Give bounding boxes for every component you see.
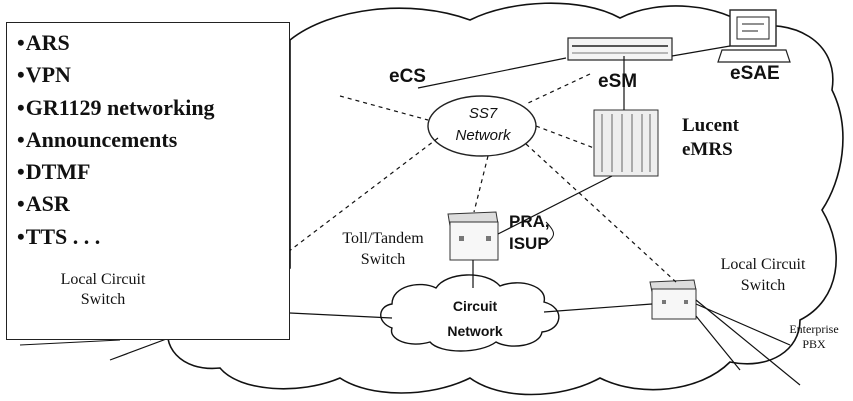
- toll-label-line1: Toll/Tandem: [320, 228, 446, 249]
- feature-item: TTS . . .: [17, 221, 289, 253]
- pbx-label-line1: Enterprise: [778, 322, 850, 337]
- pbx-label-line2: PBX: [778, 337, 850, 352]
- toll-tandem-label: Toll/Tandem Switch: [320, 228, 446, 270]
- pra-isup-label: PRA, ISUP: [509, 211, 550, 255]
- local-left-line1: Local Circuit: [38, 270, 168, 290]
- ss7-network-label: SS7 Network: [448, 106, 518, 144]
- feature-item: VPN: [17, 59, 289, 91]
- emrs-label-line2: eMRS: [682, 138, 739, 162]
- lucent-emrs-label: Lucent eMRS: [682, 114, 739, 162]
- local-right-line1: Local Circuit: [700, 254, 826, 275]
- enterprise-pbx-label: Enterprise PBX: [778, 322, 850, 352]
- local-right-line2: Switch: [700, 275, 826, 296]
- esm-label: eSM: [598, 72, 637, 92]
- feature-item: Announcements: [17, 124, 289, 156]
- feature-item: ASR: [17, 188, 289, 220]
- ss7-label-line2: Network: [448, 128, 518, 144]
- feature-item: DTMF: [17, 156, 289, 188]
- feature-item: GR1129 networking: [17, 92, 289, 124]
- lucent-label-line1: Lucent: [682, 114, 739, 138]
- toll-label-line2: Switch: [320, 249, 446, 270]
- ecs-label: eCS: [389, 67, 426, 87]
- toll-tandem-switch: [448, 212, 498, 260]
- ss7-label-line1: SS7: [448, 106, 518, 122]
- circuit-network-label: Circuit Network: [420, 296, 530, 341]
- local-left-line2: Switch: [38, 290, 168, 310]
- right-local-switch: [650, 280, 696, 319]
- feature-list: ARS VPN GR1129 networking Announcements …: [7, 23, 289, 253]
- local-left-label: Local Circuit Switch: [38, 270, 168, 310]
- feature-item: ARS: [17, 27, 289, 59]
- esae-computer: [718, 10, 790, 62]
- circuit-label-line2: Network: [420, 321, 530, 341]
- emrs-equipment: [594, 110, 658, 176]
- esae-label: eSAE: [730, 64, 780, 84]
- esm-rack: [568, 38, 672, 60]
- circuit-label-line1: Circuit: [420, 296, 530, 316]
- pra-label-line1: PRA,: [509, 211, 550, 233]
- isup-label-line2: ISUP: [509, 233, 550, 255]
- local-right-label: Local Circuit Switch: [700, 254, 826, 296]
